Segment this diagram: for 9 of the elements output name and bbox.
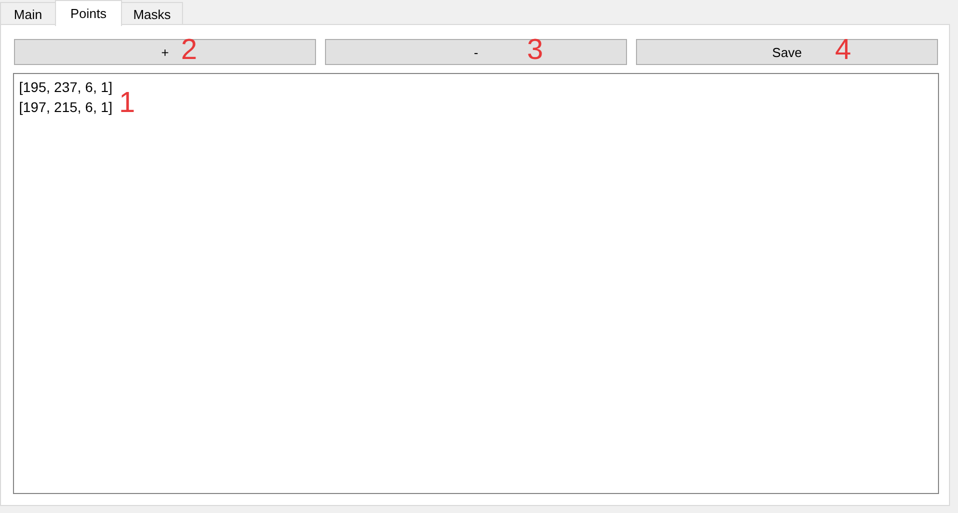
tab: Points bbox=[55, 0, 122, 26]
text-line: [195, 237, 6, 1] bbox=[19, 79, 112, 95]
tab: Main bbox=[0, 2, 56, 25]
callout-number: 4 bbox=[835, 36, 852, 65]
tab: Masks bbox=[121, 2, 183, 25]
callout-number: 3 bbox=[527, 36, 544, 65]
callout-number: 1 bbox=[119, 89, 136, 118]
text-line: [197, 215, 6, 1] bbox=[19, 99, 112, 115]
callout-number: 2 bbox=[181, 36, 198, 65]
